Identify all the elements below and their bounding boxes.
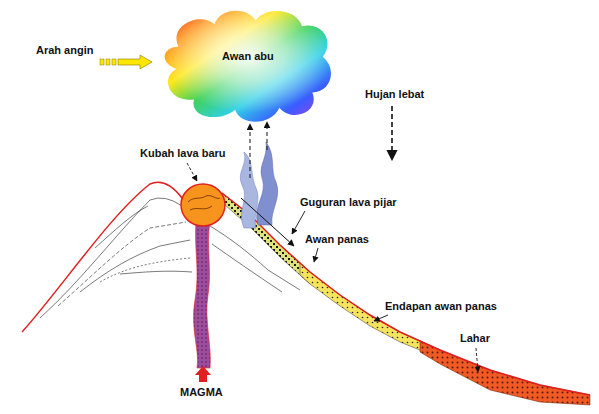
- leader-line: [476, 348, 478, 372]
- cloud-shape: [158, 6, 338, 128]
- magma-arrow: [195, 366, 211, 382]
- part-label: Guguran lava pijar: [300, 196, 397, 209]
- ash-rise-arrow: [250, 124, 251, 178]
- part-label: MAGMA: [180, 386, 223, 399]
- lahar-band: [420, 341, 590, 405]
- smoke-plume: [240, 142, 277, 228]
- part-label: Kubah lava baru: [140, 147, 226, 160]
- rain-arrow: [391, 106, 393, 160]
- part-label: Endapan awan panas: [385, 300, 497, 313]
- part-label: Lahar: [460, 332, 490, 345]
- old-volcano-layers: [40, 198, 300, 318]
- magma-conduit: [194, 222, 211, 368]
- wind-arrow: [100, 55, 152, 69]
- leader-line: [314, 248, 318, 262]
- ash-rise-arrow: [267, 122, 268, 150]
- leader-line: [292, 211, 305, 234]
- flow-arrow: [241, 198, 294, 246]
- ash-cloud: Awan abu: [158, 6, 338, 128]
- cloud-glow: [165, 11, 331, 122]
- volcano-slope: [222, 193, 590, 395]
- part-label: Arah angin: [36, 44, 93, 57]
- cloud-fill: [165, 11, 331, 122]
- part-label: Hujan lebat: [365, 88, 424, 101]
- leader-line: [187, 163, 197, 181]
- volcano-outline: [22, 182, 182, 332]
- leader-line: [374, 315, 388, 321]
- lava-dome: [181, 184, 225, 226]
- part-label: Awan panas: [305, 233, 369, 246]
- cloud-label: Awan abu: [222, 50, 274, 63]
